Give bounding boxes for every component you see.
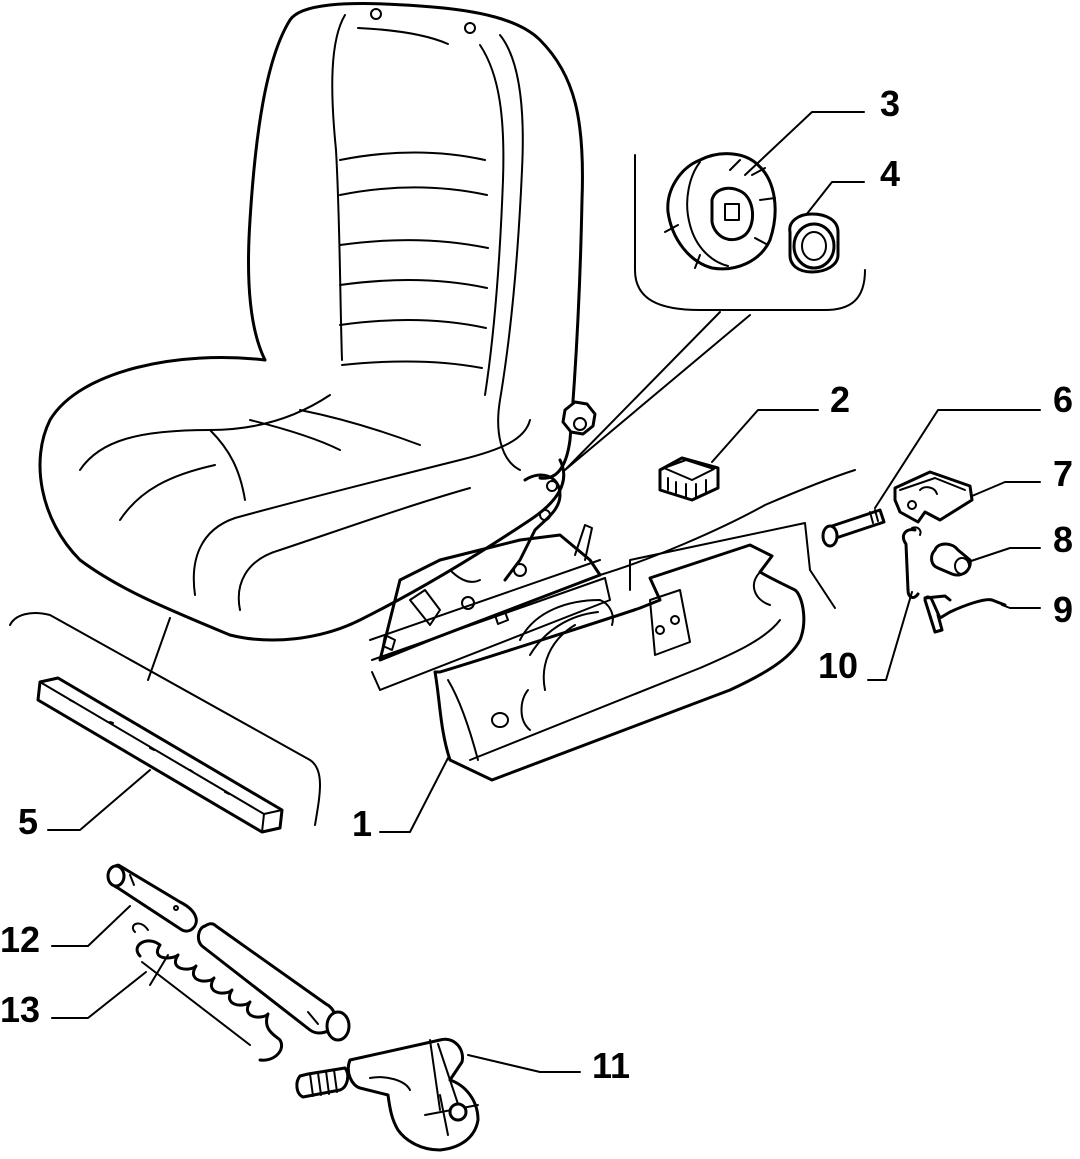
leader-11 [467, 1054, 581, 1073]
part-2-plug [658, 456, 720, 502]
callout-13: 13 [0, 989, 40, 1030]
leader-10 [867, 591, 913, 681]
leader-5 [47, 769, 151, 831]
callout-12: 12 [0, 919, 40, 960]
part-4-knob-cap [788, 212, 840, 274]
part-8-clip [930, 542, 972, 577]
part-1-frame [629, 522, 836, 609]
part-10-hook [901, 526, 922, 599]
leader-2 [711, 409, 819, 463]
leader-12 [51, 905, 131, 947]
part-9-rod [923, 594, 1007, 634]
part-13-spring [131, 922, 283, 1062]
callout-3: 3 [880, 83, 900, 124]
part-6-bolt [821, 508, 886, 548]
callout-9: 9 [1053, 589, 1073, 630]
leader-1 [379, 757, 449, 833]
callout-7: 7 [1053, 453, 1073, 494]
callout-labels: 3 4 2 6 7 8 9 10 1 5 12 13 11 [0, 83, 1073, 1086]
knob-detail-leader [564, 311, 751, 471]
part-3-recline-knob [664, 152, 777, 271]
callout-6: 6 [1053, 379, 1073, 420]
leader-3 [744, 111, 865, 176]
leader-13 [51, 971, 147, 1019]
leader-6 [874, 409, 1041, 509]
part-5-frame [9, 612, 321, 826]
seat-assembly [38, 2, 611, 691]
leader-7 [971, 481, 1041, 497]
leader-9 [1001, 604, 1041, 609]
part-12-rod [106, 863, 351, 1042]
leader-8 [967, 547, 1041, 563]
part-11-lever [295, 1037, 480, 1152]
part-7-bracket [893, 470, 974, 524]
callout-2: 2 [830, 379, 850, 420]
detail-frame [634, 154, 866, 311]
callout-leaders [47, 111, 1041, 1073]
callout-8: 8 [1053, 519, 1073, 560]
part-5-leader-seat [147, 617, 171, 681]
callout-1: 1 [352, 803, 372, 844]
callout-5: 5 [18, 801, 38, 842]
callout-11: 11 [592, 1045, 630, 1086]
part-5-trim-strip [36, 676, 284, 834]
callout-4: 4 [880, 153, 900, 194]
part-1-side-cover [433, 543, 806, 782]
callout-10: 10 [818, 645, 858, 686]
leader-4 [805, 181, 865, 216]
seat-base-outline [599, 469, 856, 576]
